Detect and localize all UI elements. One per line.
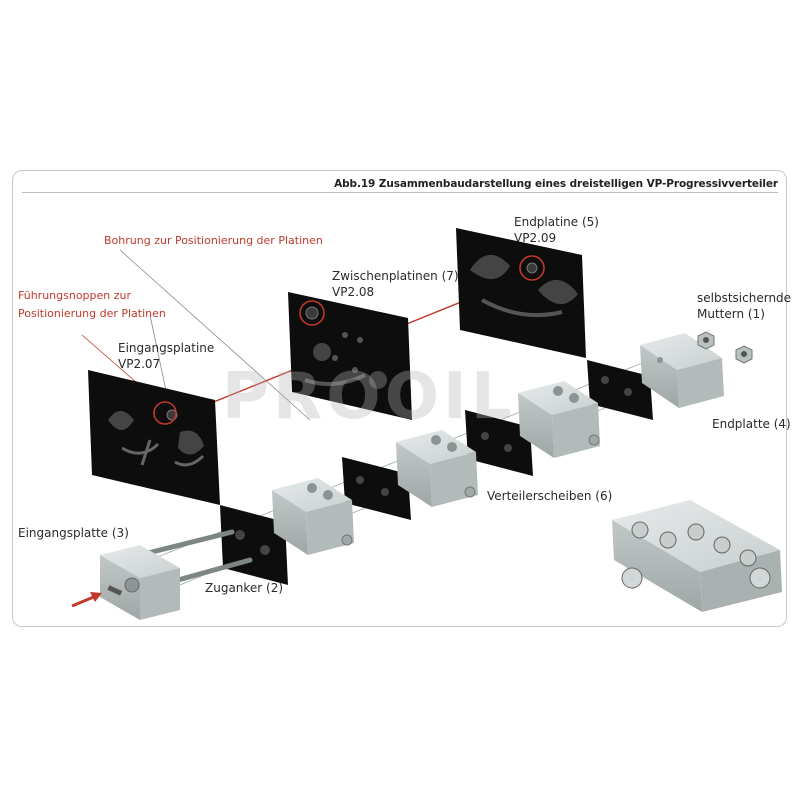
watermark: PROOIL (222, 360, 516, 434)
label-eingangsplatte: Eingangsplatte (3) (18, 526, 129, 540)
label-muttern-line1: selbstsichernde (697, 291, 792, 305)
label-endplatte: Endplatte (4) (712, 417, 791, 431)
verteilerscheibe-4 (587, 360, 653, 420)
verteilerscheibe-2 (342, 457, 411, 520)
label-zuganker: Zuganker (2) (205, 581, 284, 595)
assembled-distributor-illustration (612, 500, 782, 612)
label-verteilerscheiben: Verteilerscheiben (6) (487, 489, 613, 503)
mutter-2 (735, 345, 753, 364)
verteilerscheibe-3 (465, 410, 533, 476)
label-zwischenplatinen-line1: Zwischenplatinen (7) (332, 269, 459, 283)
eingangsplatine-plate (88, 370, 220, 505)
caption-divider (22, 192, 778, 193)
inlet-arrow-icon (71, 592, 102, 608)
label-muttern-line2: Muttern (1) (697, 307, 765, 321)
endplatine-plate (456, 228, 586, 358)
verteilerblock-2 (396, 430, 478, 507)
figure-caption: Abb.19 Zusammenbaudarstellung eines drei… (334, 178, 778, 190)
label-endplatine-line2: VP2.09 (514, 231, 557, 245)
label-fuehrung-line1: Führungsnoppen zur (18, 289, 132, 302)
mutter-1 (697, 331, 715, 350)
zwischenplatine-plate (288, 292, 412, 420)
label-eingangsplatine-line2: VP2.07 (118, 357, 161, 371)
eingangsplatte-block (100, 545, 180, 620)
label-endplatine-line1: Endplatine (5) (514, 215, 599, 229)
endplatte-block (640, 333, 724, 408)
verteilerblock-1 (272, 478, 354, 555)
label-zwischenplatinen-line2: VP2.08 (332, 285, 375, 299)
label-bohrung: Bohrung zur Positionierung der Platinen (104, 234, 323, 247)
verteilerblock-3 (518, 381, 600, 458)
label-fuehrung-line2: Positionierung der Platinen (18, 307, 166, 320)
label-eingangsplatine-line1: Eingangsplatine (118, 341, 215, 355)
